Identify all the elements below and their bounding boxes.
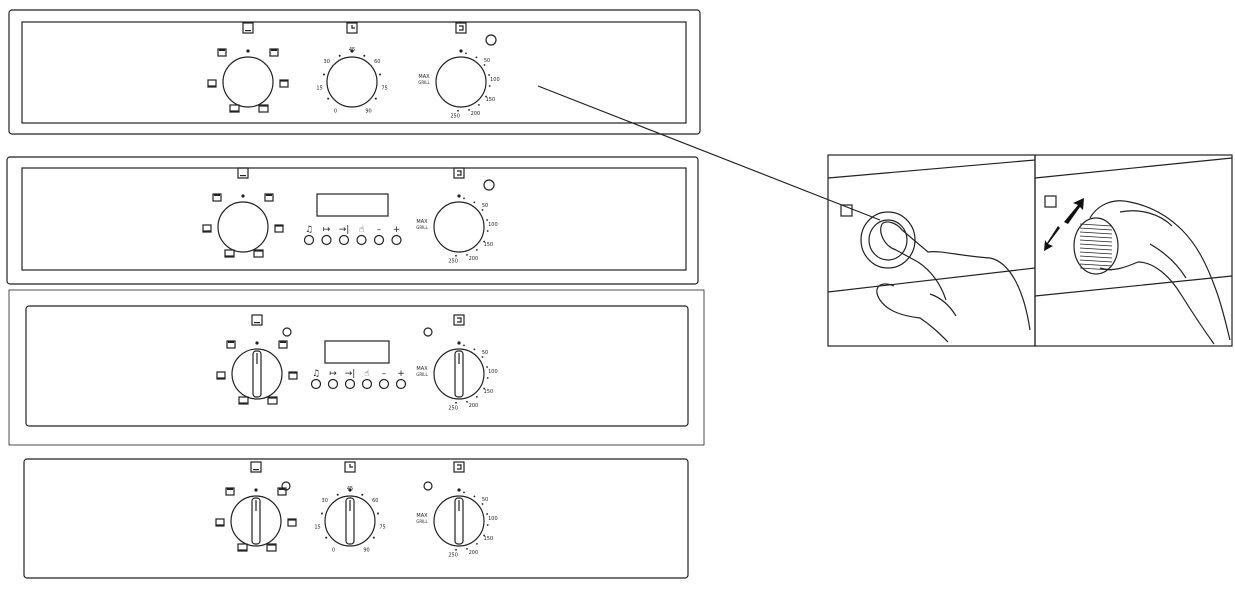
rotate-arrow-down-icon [1044,226,1060,251]
panel-1-temperature-dial [417,22,501,121]
clock-button-minus [373,234,385,246]
panel-4-indicator-lamp-left [281,481,291,491]
panel-1-timer-dial [315,22,389,116]
panel-3: ♫ ↦ →| ☝ –+ [8,289,705,446]
clock-button-bell-icon: ♫ [312,369,320,379]
panel-3-clock-buttons: ♫ ↦ →| ☝ –+ [310,369,407,390]
panel-2-clock-buttons: ♫ ↦ →| ☝ – + [303,225,402,246]
clock-button-duration [321,234,332,246]
clock-button-bell [303,234,315,246]
clock-button-bell [310,378,322,390]
panel-4 [23,458,689,579]
panel-1-function-dial [207,22,289,113]
panel-1 [8,9,701,135]
panel-4-inner-frame [23,458,689,579]
clock-button-duration-icon: ↦ [323,225,331,235]
rotate-knob-knurling [1079,223,1113,271]
panel-1-outer-frame [8,9,701,135]
clock-button-end-time-icon: →| [345,369,356,379]
clock-button-duration-icon: ↦ [329,369,337,379]
panel-2-indicator-lamp [483,179,495,191]
leader-line [537,85,881,221]
panel-1-indicator-lamp [485,34,497,46]
clock-button-bell-icon: ♫ [305,225,313,235]
clock-button-hand-icon: ☝ [359,225,364,235]
clock-button-minus-icon: – [382,369,387,379]
panel-4-temperature-dial [416,462,497,559]
push-finger-hand [876,221,1031,343]
push-knob-icon [860,211,916,269]
clock-button-hand [356,234,367,246]
panel-3-temperature-dial [416,315,497,412]
panel-2-inner-frame [21,167,687,271]
inset-push-panel-icon [840,204,853,217]
panel-3-indicator-lamp-right [423,327,433,337]
clock-button-minus-icon: – [377,225,382,235]
panel-2-clock-display [316,193,389,217]
clock-button-plus [395,378,407,390]
rotate-knob-icon [1073,217,1119,275]
clock-button-end-time [338,234,350,246]
panel-4-function-dial [216,462,296,551]
inset-rotate-frame [1034,154,1233,347]
inset-push-frame [827,154,1036,347]
inset-push-knob [827,154,1036,347]
panel-2-temperature-dial [415,167,499,266]
panel-2: ♫ ↦ →| ☝ – + [6,156,699,285]
panel-3-outer-frame [8,289,705,446]
panel-4-timer-dial [314,462,385,554]
clock-button-hand [361,378,373,390]
panel-2-function-dial [202,167,284,258]
inset-rotate-panel-icon [1044,195,1057,208]
panel-2-outer-frame [6,156,699,285]
clock-button-plus-icon: + [397,369,405,379]
panel-1-inner-frame [21,21,687,124]
panel-3-indicator-lamp-left [282,327,292,337]
clock-button-plus-icon: + [393,225,401,235]
clock-button-minus [378,378,390,390]
panel-4-indicator-lamp-right [423,481,433,491]
rotate-arrow-up-icon [1064,198,1084,224]
panel-3-clock-display [324,340,390,364]
inset-rotate-knob [1034,154,1233,347]
clock-button-end-time [344,378,356,390]
clock-button-end-time-icon: →| [339,225,350,235]
rotate-grip-hand [1089,200,1231,345]
panel-3-inner-frame [25,305,689,427]
clock-button-plus [391,234,402,246]
clock-button-duration [327,378,339,390]
clock-button-hand-icon: ☝ [364,369,369,379]
